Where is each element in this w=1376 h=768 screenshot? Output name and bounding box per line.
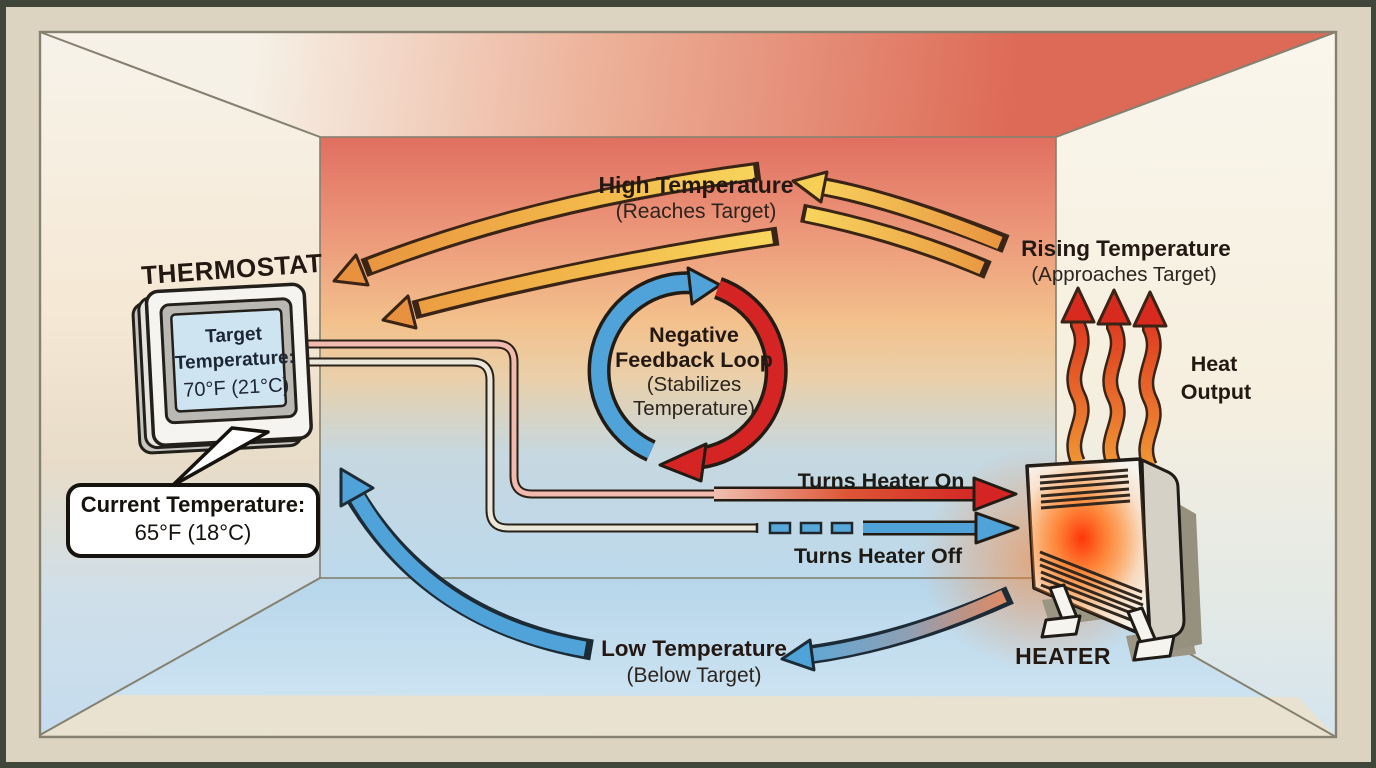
- current-temperature-value: 65°F (18°C): [134, 520, 252, 545]
- low-temp-arrows: [339, 467, 1014, 672]
- rising-temperature-subtitle: (Approaches Target): [1031, 263, 1217, 286]
- feedback-loop-label: Negative Feedback Loop (Stabilizes Tempe…: [615, 323, 773, 420]
- heat-output-line2: Output: [1180, 380, 1252, 404]
- high-temperature-title: High Temperature: [598, 172, 794, 198]
- feedback-loop-icon: [587, 266, 788, 483]
- heat-output-line1: Heat: [1190, 352, 1238, 376]
- feedback-loop-line4: Temperature): [633, 396, 755, 420]
- screen-line2: Temperature:: [174, 346, 296, 374]
- rising-temperature-title: Rising Temperature: [1021, 236, 1231, 261]
- low-temperature-subtitle: (Below Target): [626, 664, 762, 687]
- high-temp-arrows-left: [332, 161, 780, 330]
- turns-heater-off-arrow: [768, 511, 1020, 545]
- room-edges: [38, 30, 1338, 739]
- current-temperature-label: Current Temperature:: [80, 492, 306, 517]
- turns-heater-on-label: Turns Heater On: [797, 469, 965, 493]
- heater-label: HEATER: [1015, 643, 1111, 669]
- thermostat-wires: [306, 339, 759, 533]
- turns-heater-off-label: Turns Heater Off: [793, 544, 963, 568]
- thermostat-screen: [170, 307, 288, 413]
- turns-heater-on-arrow: [714, 476, 1018, 512]
- high-temperature-subtitle: (Reaches Target): [615, 200, 777, 223]
- feedback-loop-line1: Negative: [649, 323, 739, 347]
- heat-output-arrows: [1060, 286, 1168, 470]
- callout-pointer: [170, 426, 270, 488]
- thermostat-device: [131, 282, 313, 455]
- feedback-loop-line3: (Stabilizes: [646, 372, 742, 396]
- heater-bottom-vent: [1039, 550, 1145, 627]
- room-floor-sill: [40, 695, 1336, 737]
- low-temperature-title: Low Temperature: [601, 636, 787, 661]
- heater-top-vent: [1039, 468, 1131, 510]
- thermostat-screen-text: Target Temperature: 70°F (21°C): [172, 321, 298, 405]
- room-ceiling: [40, 32, 1336, 137]
- rising-temp-arrows: [791, 170, 1010, 279]
- feedback-loop-line2: Feedback Loop: [615, 347, 773, 372]
- current-temperature-callout: Current Temperature: 65°F (18°C): [66, 483, 320, 558]
